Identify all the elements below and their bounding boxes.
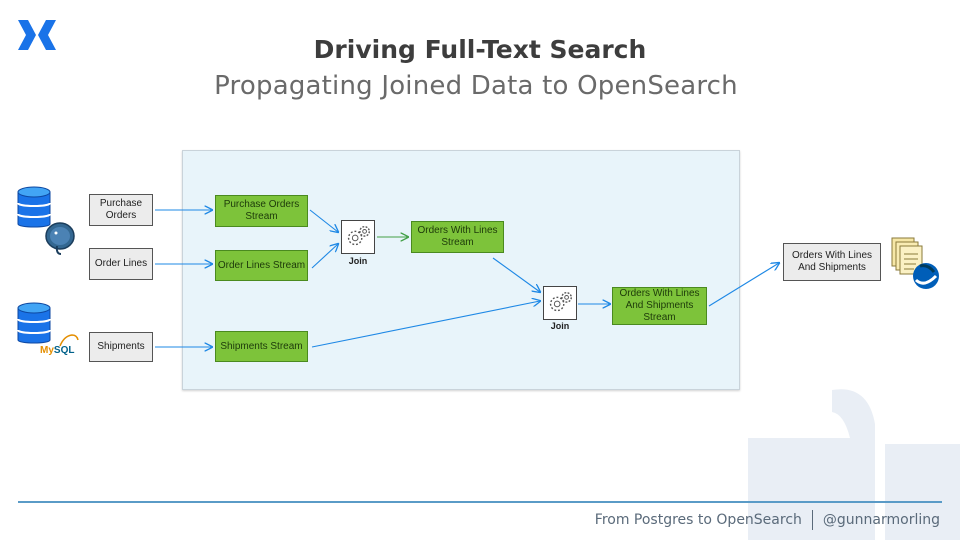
source-order-lines: Order Lines	[89, 248, 153, 280]
gears-icon	[549, 291, 572, 312]
stream-orders-with-lines-and-shipments: Orders With Lines And Shipments Stream	[612, 287, 707, 325]
stream-purchase-orders: Purchase Orders Stream	[215, 195, 308, 227]
footer-talk-title: From Postgres to OpenSearch	[594, 512, 802, 528]
footer: From Postgres to OpenSearch @gunnarmorli…	[595, 510, 940, 530]
postgresql-elephant-icon	[45, 222, 75, 255]
mysql-dolphin-icon	[59, 334, 79, 347]
decodable-logo-icon	[18, 20, 56, 50]
stream-orders-with-lines: Orders With Lines Stream	[411, 221, 504, 253]
join-label-2: Join	[550, 321, 570, 331]
stream-order-lines: Order Lines Stream	[215, 250, 308, 281]
stream-shipments: Shipments Stream	[215, 331, 308, 362]
mysql-logo: MySQL	[40, 345, 75, 356]
join-label-1: Join	[348, 256, 368, 266]
source-shipments: Shipments	[89, 332, 153, 362]
slide-title: Driving Full-Text Search	[313, 35, 647, 64]
gears-icon	[347, 225, 370, 246]
join-node-2	[543, 286, 577, 320]
opensearch-documents-icon	[891, 237, 939, 289]
source-purchase-orders: Purchase Orders	[89, 194, 153, 226]
join-node-1	[341, 220, 375, 254]
footer-separator	[811, 510, 813, 530]
mysql-database-icon	[17, 302, 51, 344]
slide-subtitle: Propagating Joined Data to OpenSearch	[214, 71, 738, 101]
sink-orders-with-lines-and-shipments: Orders With Lines And Shipments	[783, 243, 881, 281]
postgres-database-icon	[17, 186, 51, 228]
footer-divider	[18, 501, 942, 503]
footer-handle: @gunnarmorling	[822, 512, 940, 528]
decorative-logo-shape	[748, 389, 960, 540]
